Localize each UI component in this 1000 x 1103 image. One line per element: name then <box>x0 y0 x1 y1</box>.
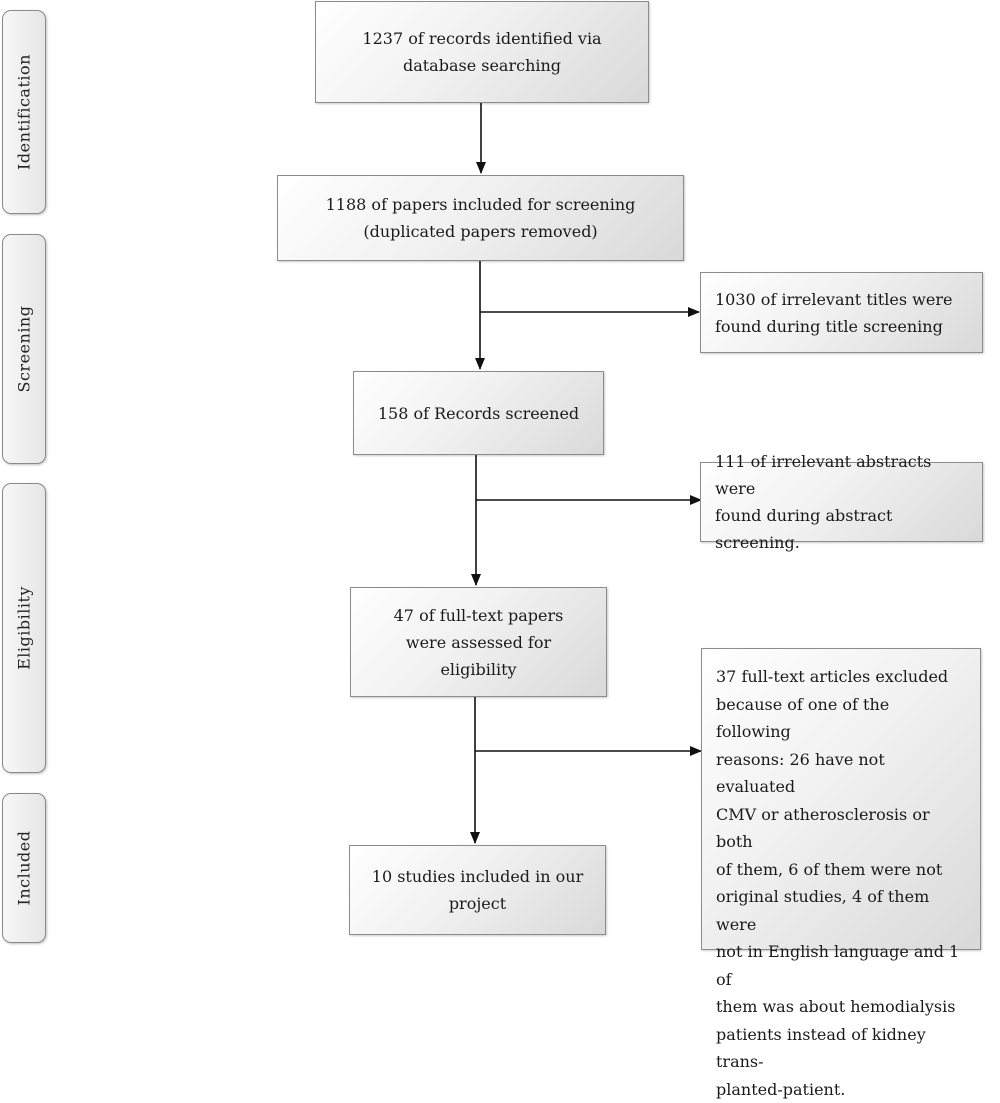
box-papers-for-screening: 1188 of papers included for screening (d… <box>277 175 684 261</box>
box-text-line: database searching <box>362 52 601 79</box>
box-text-line: planted-patient. <box>716 1076 968 1103</box>
box-fulltext-assessed: 47 of full-text papers were assessed for… <box>350 587 607 697</box>
box-text-line: 111 of irrelevant abstracts were <box>715 448 972 502</box>
box-studies-included: 10 studies included in our project <box>349 845 606 935</box>
box-text-line: (duplicated papers removed) <box>326 218 636 245</box>
box-records-identified: 1237 of records identified via database … <box>315 1 649 103</box>
box-text-line: 1030 of irrelevant titles were <box>715 286 952 313</box>
box-text-line: not in English language and 1 of <box>716 938 968 993</box>
box-text-line: 10 studies included in our <box>372 863 583 890</box>
box-text-line: 37 full-text articles excluded <box>716 663 968 691</box>
box-text-line: project <box>372 890 583 917</box>
box-irrelevant-abstracts: 111 of irrelevant abstracts were found d… <box>700 462 983 542</box>
box-text-line: 1188 of papers included for screening <box>326 191 636 218</box>
box-text-line: them was about hemodialysis <box>716 993 968 1021</box>
box-irrelevant-titles: 1030 of irrelevant titles were found dur… <box>700 272 983 353</box>
box-text-line: were assessed for <box>394 629 564 656</box>
box-text-line: 1237 of records identified via <box>362 25 601 52</box>
box-text-line: original studies, 4 of them were <box>716 883 968 938</box>
box-text-line: 158 of Records screened <box>378 400 579 427</box>
box-text-line: found during title screening <box>715 313 952 340</box>
box-text-line: 47 of full-text papers <box>394 602 564 629</box>
box-fulltext-excluded: 37 full-text articles excluded because o… <box>701 648 981 950</box>
prisma-flow-diagram: Identification Screening Eligibility Inc… <box>0 0 1000 953</box>
box-text-line: reasons: 26 have not evaluated <box>716 746 968 801</box>
box-text-line: CMV or atherosclerosis or both <box>716 801 968 856</box>
box-text-line: eligibility <box>394 656 564 683</box>
box-records-screened: 158 of Records screened <box>353 371 604 455</box>
box-text-line: patients instead of kidney trans- <box>716 1021 968 1076</box>
box-text-line: because of one of the following <box>716 691 968 746</box>
box-text-line: found during abstract screening. <box>715 502 972 556</box>
box-text-line: of them, 6 of them were not <box>716 856 968 884</box>
